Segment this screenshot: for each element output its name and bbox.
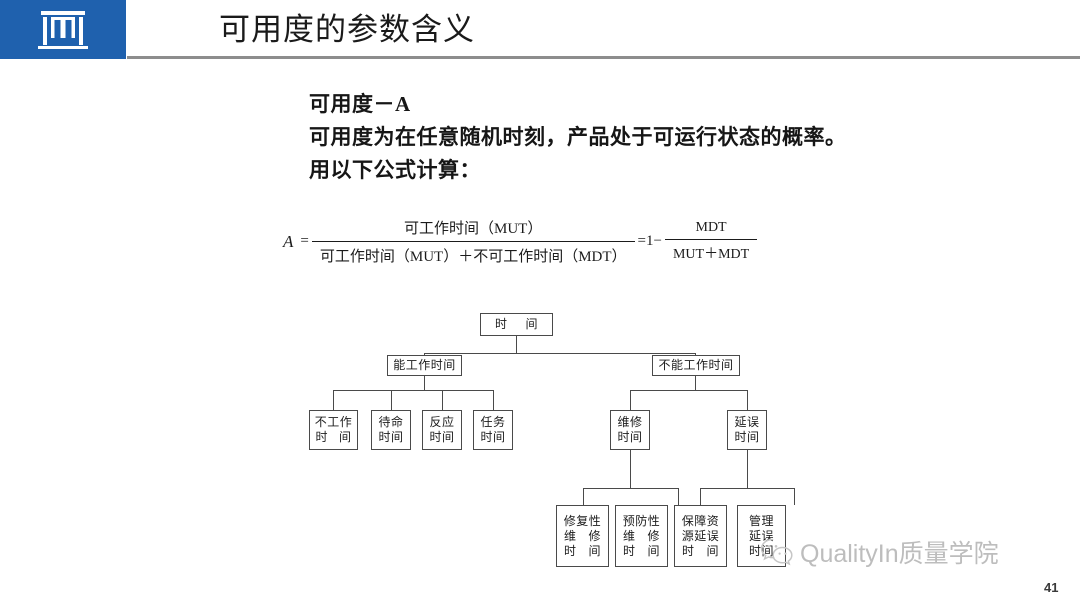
connector-left-drop-1 [333, 390, 334, 410]
connector-level2-left-drop [424, 353, 425, 375]
connector-maint-bus [583, 488, 678, 489]
tree-node-idle-time: 不工作 时间 [309, 410, 358, 450]
tree-node-support-line2: 源延误 [681, 528, 720, 543]
connector-right-stem [695, 376, 696, 390]
tree-node-maintenance-time: 维修 时间 [610, 410, 650, 450]
tree-node-root-label: 时间 [494, 317, 539, 331]
connector-left-drop-2 [391, 390, 392, 410]
tree-node-nonworking-time-label: 不能工作时间 [658, 358, 734, 372]
watermark: QualityIn质量学院 [760, 534, 999, 570]
formula-variable: A [283, 231, 294, 251]
connector-right-bus [630, 390, 747, 391]
tree-node-maintenance-time-line2: 时间 [617, 430, 643, 444]
body-line-1: 可用度－A [309, 92, 411, 116]
body-line-2: 可用度为在任意随机时刻，产品处于可运行状态的概率。 [309, 125, 847, 149]
fraction-2-numerator: MDT [695, 220, 727, 235]
tree-node-standby-time: 待命 时间 [371, 410, 411, 450]
tree-node-corrective-maintenance-time: 修复性 维修 时间 [556, 505, 609, 567]
connector-right-drop-2 [747, 390, 748, 410]
tree-node-idle-time-line2: 时间 [315, 430, 352, 444]
availability-formula: A = 可工作时间（MUT） 可工作时间（MUT）＋不可工作时间（MDT） =1… [283, 216, 758, 267]
gate-logo-icon [38, 11, 88, 49]
tree-node-reaction-time-line1: 反应 [429, 415, 455, 429]
body-text-block: 可用度－A 可用度为在任意随机时刻，产品处于可运行状态的概率。 用以下公式计算： [309, 88, 949, 187]
tree-node-working-time: 能工作时间 [387, 355, 462, 376]
tree-node-preventive-maintenance-time: 预防性 维修 时间 [615, 505, 668, 567]
tree-node-support-resource-delay-time: 保障资 源延误 时间 [674, 505, 727, 567]
connector-left-drop-3 [442, 390, 443, 410]
header-divider [127, 56, 1080, 59]
tree-node-support-line3: 时间 [681, 543, 720, 558]
tree-node-working-time-label: 能工作时间 [393, 358, 456, 372]
connector-level2-bus [424, 353, 695, 354]
fraction-1-bar [311, 241, 635, 242]
fraction-1-denominator: 可工作时间（MUT）＋不可工作时间（MDT） [319, 249, 627, 265]
page-title: 可用度的参数含义 [219, 12, 475, 47]
tree-node-preventive-line1: 预防性 [622, 513, 661, 528]
tree-node-mission-time-line2: 时间 [480, 430, 506, 444]
tree-node-preventive-line3: 时间 [622, 543, 661, 558]
formula-middle: =1− [637, 233, 662, 249]
fraction-1-numerator: 可工作时间（MUT） [404, 221, 543, 237]
connector-left-bus [333, 390, 493, 391]
tree-node-maintenance-time-line1: 维修 [617, 415, 643, 429]
tree-node-corrective-line3: 时间 [563, 543, 602, 558]
tree-node-reaction-time-line2: 时间 [429, 430, 455, 444]
connector-level2-right-drop [695, 353, 696, 375]
connector-left-stem [424, 376, 425, 390]
connector-left-drop-4 [493, 390, 494, 410]
fraction-2-denominator: MUT＋MDT [672, 247, 750, 262]
tree-node-delay-time-line2: 时间 [734, 430, 760, 444]
tree-node-preventive-line2: 维修 [622, 528, 661, 543]
logo-block [0, 0, 126, 59]
tree-node-corrective-line2: 维修 [563, 528, 602, 543]
connector-maint-drop-1 [583, 488, 584, 505]
tree-node-support-line1: 保障资 [681, 513, 720, 528]
tree-node-mission-time-line1: 任务 [480, 415, 506, 429]
tree-node-standby-time-line1: 待命 [378, 415, 404, 429]
body-line-3: 用以下公式计算： [309, 158, 481, 182]
connector-maint-drop-2 [678, 488, 679, 505]
connector-delay-drop-1 [700, 488, 701, 505]
tree-node-nonworking-time: 不能工作时间 [652, 355, 740, 376]
tree-node-delay-time: 延误 时间 [727, 410, 767, 450]
tree-node-standby-time-line2: 时间 [378, 430, 404, 444]
tree-node-idle-time-line1: 不工作 [314, 415, 353, 429]
connector-delay-bus [700, 488, 794, 489]
connector-root-stem [516, 336, 517, 354]
formula-equals: = [300, 233, 309, 249]
connector-delay-stem [747, 450, 748, 488]
tree-node-delay-time-line1: 延误 [734, 415, 760, 429]
wechat-icon [760, 538, 793, 566]
formula-fraction-1: 可工作时间（MUT） 可工作时间（MUT）＋不可工作时间（MDT） [311, 216, 635, 267]
formula-fraction-2: MDT MUT＋MDT [664, 219, 758, 264]
tree-node-root: 时间 [480, 313, 553, 336]
connector-maint-stem [630, 450, 631, 488]
connector-delay-drop-2 [794, 488, 795, 505]
tree-node-reaction-time: 反应 时间 [422, 410, 462, 450]
tree-node-admin-line1: 管理 [748, 513, 774, 528]
fraction-2-bar [664, 239, 758, 240]
connector-right-drop-1 [630, 390, 631, 410]
tree-node-mission-time: 任务 时间 [473, 410, 513, 450]
page-number: 41 [1044, 580, 1059, 595]
tree-node-corrective-line1: 修复性 [563, 513, 602, 528]
slide-header: 可用度的参数含义 [0, 0, 1080, 62]
watermark-text: QualityIn质量学院 [800, 540, 999, 568]
